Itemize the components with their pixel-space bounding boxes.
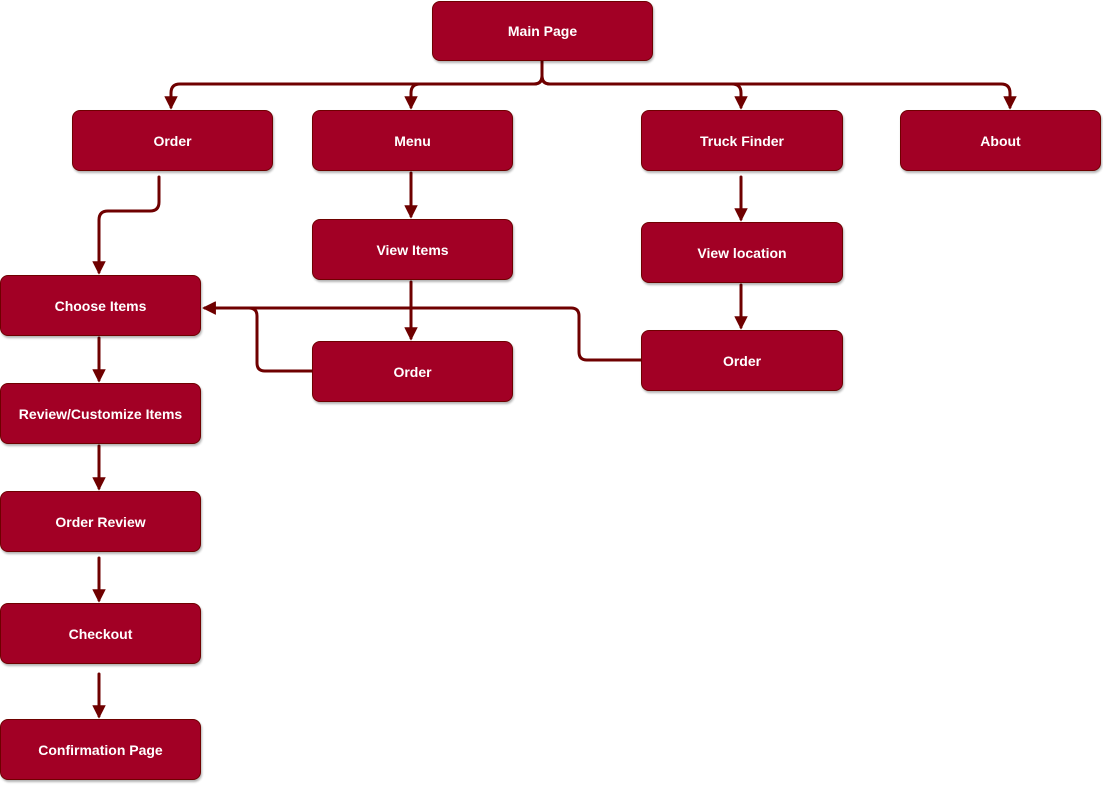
node-about: About	[900, 110, 1101, 171]
node-confirmation-page: Confirmation Page	[0, 719, 201, 780]
node-label: Order	[722, 352, 762, 369]
node-checkout: Checkout	[0, 603, 201, 664]
node-label: About	[980, 132, 1021, 149]
edge-order-to-choose-items	[92, 175, 161, 275]
node-label: Main Page	[507, 23, 578, 39]
edge-truck-order-to-choose-items	[202, 301, 643, 362]
node-label: Menu	[394, 132, 431, 149]
node-label: Confirmation Page	[38, 741, 163, 758]
node-label: Order	[393, 363, 432, 380]
node-label: Order	[153, 132, 192, 149]
node-label: View location	[697, 244, 787, 261]
node-label: Checkout	[68, 625, 133, 642]
node-main-page: Main Page	[432, 1, 653, 61]
edge-main-to-about	[540, 60, 1017, 110]
node-label: Truck Finder	[699, 132, 785, 149]
node-truck-order: Order	[641, 330, 843, 391]
node-menu: Menu	[312, 110, 513, 171]
node-label: Choose Items	[54, 297, 147, 314]
node-label: Review/Customize Items	[18, 405, 183, 422]
node-order: Order	[72, 110, 273, 171]
node-view-items: View Items	[312, 219, 513, 280]
edge-menu-order-to-choose-items	[202, 301, 314, 373]
node-order-review: Order Review	[0, 491, 201, 552]
node-truck-finder: Truck Finder	[641, 110, 843, 171]
node-label: Order Review	[55, 513, 146, 530]
node-view-location: View location	[641, 222, 843, 283]
node-review-customize-items: Review/Customize Items	[0, 383, 201, 444]
edge-main-to-menu	[404, 60, 544, 110]
node-choose-items: Choose Items	[0, 275, 201, 336]
node-menu-order: Order	[312, 341, 513, 402]
node-label: View Items	[376, 241, 449, 258]
